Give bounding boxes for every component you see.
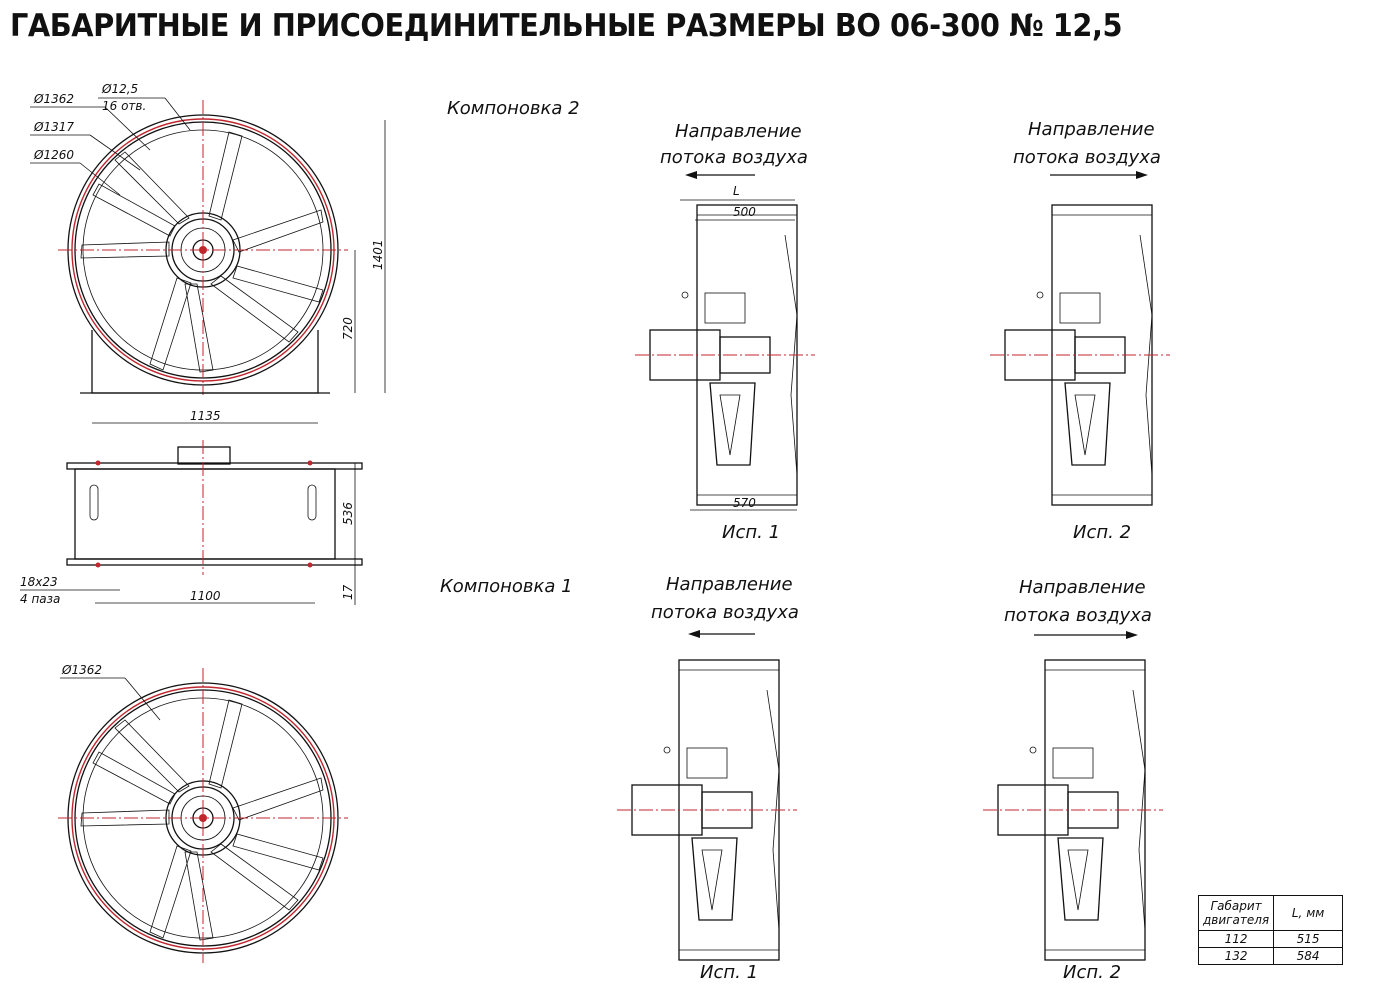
svg-text:потока воздуха: потока воздуха: [1013, 147, 1161, 168]
dim-d1362-bottom: Ø1362: [61, 663, 102, 677]
dim-1100: 1100: [190, 589, 221, 603]
layout1-label: Компоновка 1: [440, 576, 573, 597]
svg-text:Направление: Направление: [1019, 577, 1146, 598]
fan-side-view-left: [66, 440, 363, 575]
dim-slot: 18х23: [20, 575, 58, 589]
svg-text:потока воздуха: потока воздуха: [651, 602, 799, 623]
dim-536: 536: [341, 502, 355, 525]
dim-slots: 4 паза: [20, 592, 60, 606]
dim-17: 17: [341, 584, 355, 600]
layout2-label: Компоновка 2: [447, 98, 580, 119]
variant1-top: Исп. 1: [722, 522, 780, 543]
table-row: 132 584: [1197, 947, 1344, 965]
motor-size-table: Габарит двигателя L, мм 112 515 132 584: [1197, 895, 1344, 965]
fan-front-view-bottom: [57, 667, 349, 964]
side-view-var2-bottom: [982, 659, 1164, 961]
dim-1401: 1401: [371, 239, 385, 270]
fan-front-view-top: [57, 99, 349, 396]
table-header-L: L, мм: [1273, 895, 1344, 931]
dim-d12-5: Ø12,5: [101, 82, 138, 96]
flow-label-bottom-left: Направление потока воздуха: [651, 574, 799, 638]
dim-500: 500: [733, 205, 756, 219]
table-row: 112 515: [1197, 930, 1344, 948]
side-view-var2-top: [989, 204, 1171, 506]
svg-text:Направление: Направление: [666, 574, 793, 595]
variant1-bottom: Исп. 1: [700, 962, 758, 983]
variant2-top: Исп. 2: [1073, 522, 1131, 543]
dim-d1317: Ø1317: [33, 120, 74, 134]
variant2-bottom: Исп. 2: [1063, 962, 1121, 983]
dim-1135: 1135: [190, 409, 221, 423]
table-header-size: Габарит двигателя: [1197, 895, 1275, 931]
side-view-var1-top: [634, 204, 816, 506]
dim-570: 570: [733, 496, 756, 510]
svg-text:Направление: Направление: [1028, 119, 1155, 140]
dim-L: L: [733, 184, 740, 198]
svg-text:потока воздуха: потока воздуха: [1004, 605, 1152, 626]
dim-holes: 16 отв.: [102, 99, 146, 113]
flow-label-top-left: Направление потока воздуха: [660, 121, 808, 179]
side-view-var1-bottom: [616, 659, 798, 961]
page-title: ГАБАРИТНЫЕ И ПРИСОЕДИНИТЕЛЬНЫЕ РАЗМЕРЫ В…: [10, 8, 1123, 44]
svg-text:потока воздуха: потока воздуха: [660, 147, 808, 168]
dim-d1260: Ø1260: [33, 148, 74, 162]
flow-label-bottom-right: Направление потока воздуха: [1004, 577, 1152, 639]
flow-label-top-right: Направление потока воздуха: [1013, 119, 1161, 179]
dim-d1362: Ø1362: [33, 92, 74, 106]
dim-720: 720: [341, 317, 355, 340]
svg-text:Направление: Направление: [675, 121, 802, 142]
